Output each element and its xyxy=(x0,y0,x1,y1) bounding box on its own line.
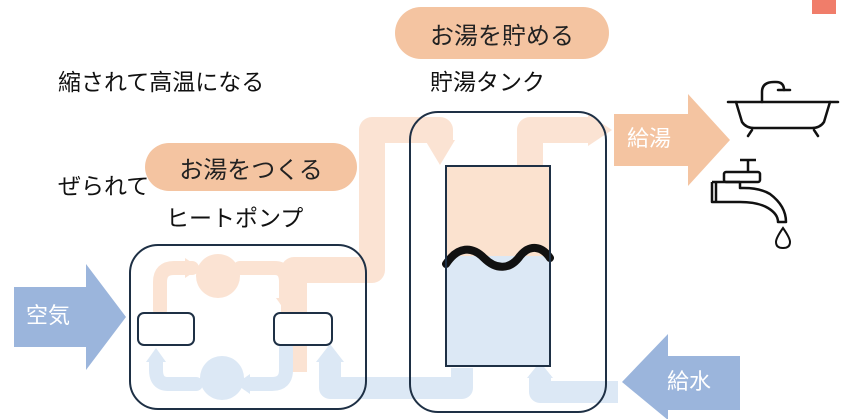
hp-exchanger-right xyxy=(273,312,333,346)
hp-hot-arrow-1 xyxy=(185,258,200,278)
hp-cold-arrow-2 xyxy=(146,348,166,362)
hp-cold-loop xyxy=(149,341,293,391)
tank-cold-water xyxy=(446,256,550,366)
air-arrow xyxy=(14,264,126,370)
tank-inner xyxy=(445,165,551,367)
water-supply-label: 給水 xyxy=(667,370,712,395)
heatpump-label: ヒートポンプ xyxy=(166,206,304,232)
corner-badge xyxy=(812,0,836,14)
air-label: 空気 xyxy=(26,304,71,329)
hot-supply-arrow xyxy=(614,94,730,186)
hot-flow-path xyxy=(281,117,453,372)
tank-label: 貯湯タンク xyxy=(430,70,545,96)
cold-return-arrowhead xyxy=(316,344,344,362)
hot-supply-label: 給湯 xyxy=(627,127,672,152)
hp-hot-compressor xyxy=(196,254,240,298)
tank-wave xyxy=(442,244,554,271)
hp-cold-valve xyxy=(200,356,244,400)
supply-flow-arrowhead xyxy=(588,114,612,146)
heatpump-box xyxy=(129,244,367,410)
hp-hot-arrow-2 xyxy=(276,298,296,312)
water-in-path xyxy=(529,375,618,403)
hot-flow-arrowhead xyxy=(425,140,455,165)
cut-text-1: 縮されて高温になる xyxy=(58,70,265,96)
hp-hot-loop xyxy=(153,261,293,317)
faucet-icon xyxy=(710,158,788,224)
pill-make: お湯をつくる xyxy=(145,143,357,191)
bathtub-icon xyxy=(726,80,840,138)
cut-text-2: ぜられて xyxy=(58,174,150,200)
water-in-arrowhead xyxy=(527,362,553,378)
tank-hot-water xyxy=(446,166,550,256)
water-supply-arrow xyxy=(622,334,740,419)
pill-store: お湯を貯める xyxy=(395,7,609,59)
water-drop-icon xyxy=(774,226,792,250)
tank-outline xyxy=(409,111,607,413)
hp-exchanger-left xyxy=(137,312,195,346)
cold-return-path xyxy=(319,360,473,399)
supply-flow-path xyxy=(517,117,590,165)
